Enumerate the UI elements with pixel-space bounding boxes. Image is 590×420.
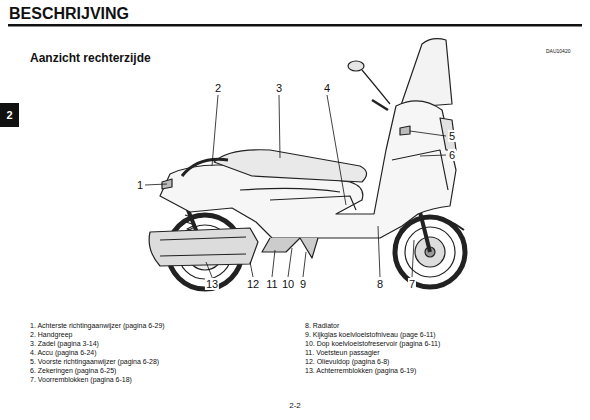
callout-number: 12 [246,278,260,290]
legend-item: 12. Olievuldop (pagina 6-8) [305,358,389,366]
callout-number: 7 [408,278,416,290]
legend-item: 6. Zekeringen (pagina 6-25) [30,367,116,375]
legend-item: 13. Achterremblokken (pagina 6-19) [305,367,416,375]
legend-item: 10. Dop koelvloeistofreservoir (pagina 6… [305,340,440,348]
title-rule [8,24,582,27]
legend-item: 2. Handgreep [30,331,72,339]
legend-item: 4. Accu (pagina 6-24) [30,349,97,357]
leader-lines [145,95,446,277]
callout-number: 2 [214,82,222,94]
page-number: 2-2 [289,402,301,411]
callout-number: 1 [136,179,144,191]
legend-item: 11. Voetsteun passagier [305,349,380,357]
legend-item: 8. Radiator [305,322,339,330]
legend-item: 7. Voorremblokken (pagina 6-18) [30,376,132,384]
legend-item: 3. Zadel (pagina 3-14) [30,340,99,348]
document-code: DAU10420 [546,49,570,55]
legend-item: 1. Achterste richtingaanwijzer (pagina 6… [30,322,165,330]
scooter-drawing [149,39,465,289]
chapter-tab [0,103,19,127]
view-heading: Aanzicht rechterzijde [30,52,151,65]
callout-number: 3 [275,82,283,94]
callout-number: 9 [299,278,307,290]
legend-item: 5. Voorste richtingaanwijzer (pagina 6-2… [30,358,159,366]
callout-number: 10 [281,278,295,290]
page-title: BESCHRIJVING [9,5,129,23]
legend-item: 9. Kijkglas koelvloeistofniveau (page 6-… [305,331,436,339]
callout-number: 4 [323,82,331,94]
chapter-number: 2 [6,109,12,121]
callout-number: 5 [448,130,456,142]
callout-number: 6 [448,149,456,161]
callout-number: 11 [265,278,278,290]
callout-number: 13 [205,278,219,290]
callout-number: 8 [376,278,384,290]
